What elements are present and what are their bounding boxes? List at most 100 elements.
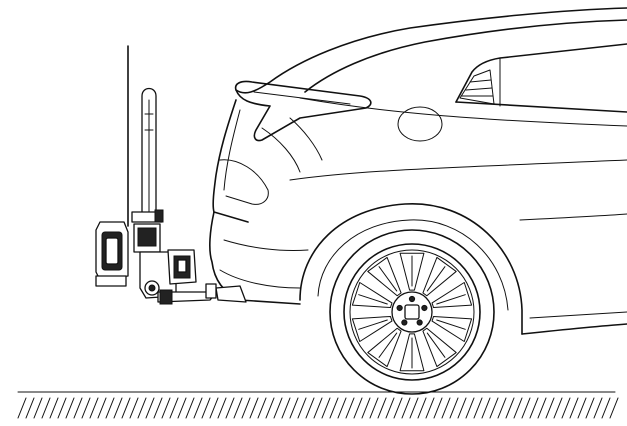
hatch-line bbox=[289, 397, 299, 419]
rim-spoke bbox=[399, 252, 425, 291]
lug-nut bbox=[396, 304, 403, 312]
hatch-line bbox=[497, 397, 507, 419]
rim-spoke-ridge bbox=[358, 319, 388, 330]
hatch-line bbox=[513, 397, 523, 419]
hatch-line bbox=[537, 397, 547, 419]
car-roofline bbox=[235, 7, 627, 94]
rim-lip bbox=[349, 249, 475, 375]
lug-nut bbox=[416, 319, 423, 326]
taillight-inner bbox=[261, 117, 323, 173]
tire-outer bbox=[329, 229, 495, 395]
hatch-line bbox=[401, 397, 411, 419]
shoulder-line bbox=[299, 97, 627, 127]
hatch-line bbox=[177, 397, 187, 419]
hatch-line bbox=[561, 397, 571, 419]
hatch-line bbox=[409, 397, 419, 419]
hatch-line bbox=[457, 397, 467, 419]
hatch-line bbox=[225, 397, 235, 419]
hatch-line bbox=[313, 397, 323, 419]
hitch-coupler bbox=[205, 283, 217, 299]
hatch-line bbox=[465, 397, 475, 419]
hatch-line bbox=[185, 397, 195, 419]
hatch-line bbox=[193, 397, 203, 419]
hatch-line bbox=[113, 397, 123, 419]
hatch-line bbox=[145, 397, 155, 419]
hatch-line bbox=[505, 397, 515, 419]
car-roofline-inner bbox=[304, 19, 627, 93]
lug-nuts bbox=[396, 295, 428, 326]
hatch-line bbox=[521, 397, 531, 419]
hatch-line bbox=[33, 397, 43, 419]
hatch-line bbox=[65, 397, 75, 419]
hatch-line bbox=[81, 397, 91, 419]
diffuser bbox=[215, 285, 247, 303]
hatch-line bbox=[49, 397, 59, 419]
center-cap bbox=[404, 304, 420, 320]
sensor-window bbox=[105, 237, 119, 265]
hatch-line bbox=[97, 397, 107, 419]
hatch-line bbox=[489, 397, 499, 419]
fuel-cap bbox=[397, 106, 443, 142]
rim-spoke bbox=[367, 256, 402, 297]
hatch-line bbox=[217, 397, 227, 419]
hatch-line bbox=[337, 397, 347, 419]
lug-nut bbox=[401, 319, 408, 326]
rim-spoke bbox=[399, 333, 425, 372]
hatch-line bbox=[593, 397, 603, 419]
hatch-line bbox=[577, 397, 587, 419]
rear-wheel bbox=[329, 229, 495, 395]
hatch-line bbox=[601, 397, 611, 419]
hatch-line bbox=[265, 397, 275, 419]
hatch-line bbox=[257, 397, 267, 419]
quarter-window-slat bbox=[469, 79, 492, 83]
hatch-line bbox=[25, 397, 35, 419]
hatch-line bbox=[393, 397, 403, 419]
sensor-base bbox=[95, 275, 127, 287]
rim-spoke-ridge bbox=[426, 332, 446, 358]
rim-spoke-ridge bbox=[436, 294, 466, 305]
taillight bbox=[219, 159, 269, 205]
hatch-line bbox=[273, 397, 283, 419]
hatch-line bbox=[169, 397, 179, 419]
hatch-line bbox=[585, 397, 595, 419]
quarter-window-slat bbox=[465, 87, 493, 91]
hatch-line bbox=[57, 397, 67, 419]
rim-spoke bbox=[431, 315, 473, 343]
hatch-line bbox=[433, 397, 443, 419]
hatch-line bbox=[121, 397, 131, 419]
hatch-line bbox=[529, 397, 539, 419]
wheel-arch-inner bbox=[317, 219, 509, 311]
quarter-window bbox=[459, 69, 495, 105]
hatch-line bbox=[361, 397, 371, 419]
hatch-line bbox=[321, 397, 331, 419]
hatch-line bbox=[609, 397, 619, 419]
rear-spoiler bbox=[234, 80, 372, 142]
ground-hatching bbox=[17, 397, 619, 419]
side-skirt-lower bbox=[529, 311, 627, 319]
hatch-line bbox=[449, 397, 459, 419]
hatch-line bbox=[345, 397, 355, 419]
hatch-line bbox=[201, 397, 211, 419]
hatch-line bbox=[369, 397, 379, 419]
rim-spoke-ridge bbox=[378, 332, 398, 358]
hatch-line bbox=[297, 397, 307, 419]
hatch-line bbox=[129, 397, 139, 419]
hatch-line bbox=[137, 397, 147, 419]
hatch-line bbox=[281, 397, 291, 419]
bumper-lower bbox=[219, 269, 301, 289]
lug-nut bbox=[421, 304, 428, 312]
hatch-line bbox=[425, 397, 435, 419]
body-crease bbox=[289, 159, 627, 181]
rim-spoke bbox=[431, 281, 473, 309]
hatch-line bbox=[417, 397, 427, 419]
rear-hatch bbox=[212, 99, 249, 223]
rim-spoke bbox=[351, 315, 393, 343]
side-window-lower bbox=[455, 101, 627, 113]
bumper-crease bbox=[223, 239, 309, 251]
hatch-line bbox=[545, 397, 555, 419]
hatch-line bbox=[89, 397, 99, 419]
hatch-line bbox=[209, 397, 219, 419]
rim-spokes bbox=[351, 252, 473, 372]
wheel-arch bbox=[299, 203, 523, 335]
